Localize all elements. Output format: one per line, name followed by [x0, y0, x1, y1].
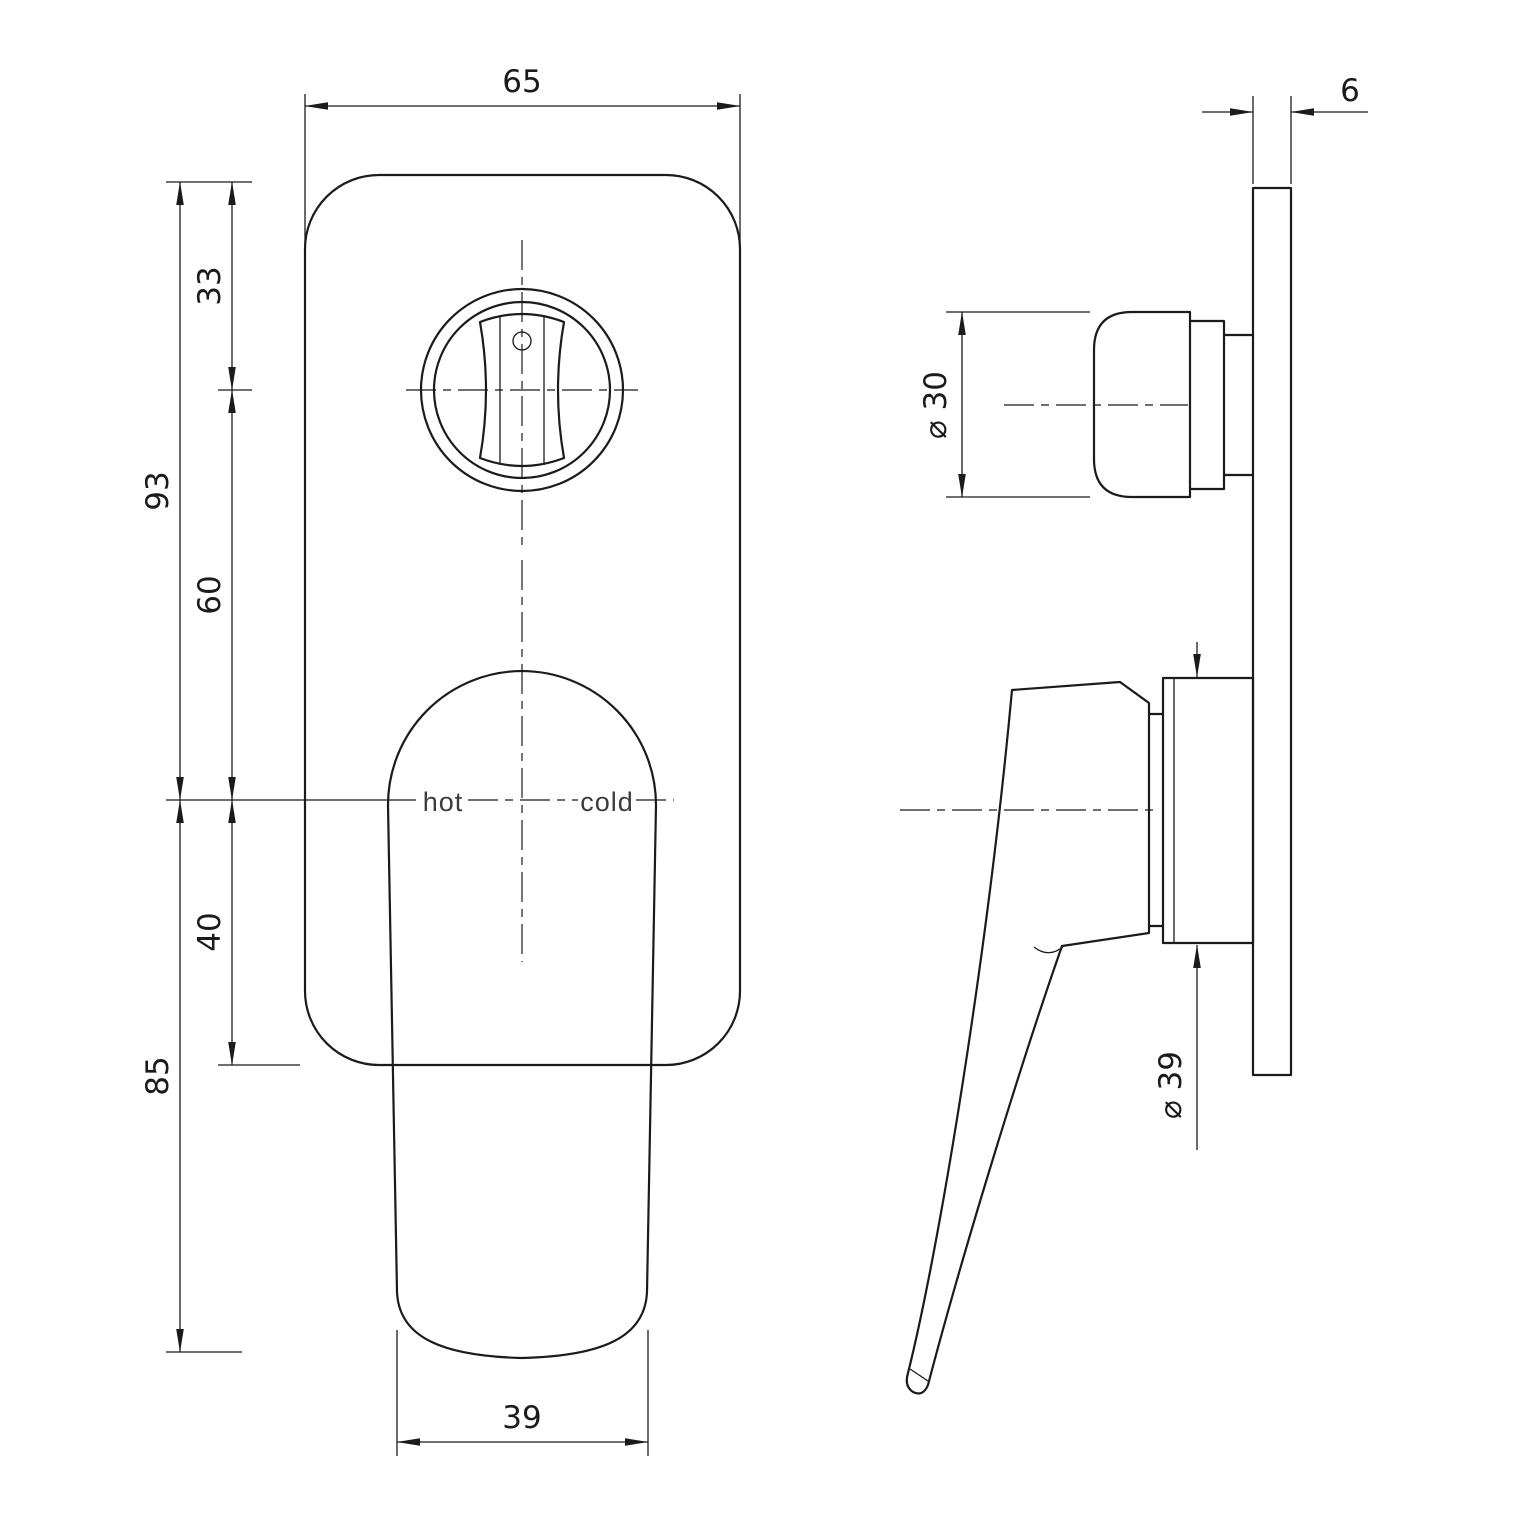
side-diverter-knob — [1092, 310, 1255, 499]
front-lever-outline — [386, 669, 658, 1360]
side-dimensions: 6 ⌀ 30 ⌀ 39 — [918, 73, 1368, 1150]
front-centerlines — [386, 240, 674, 962]
front-plate-outline — [303, 173, 742, 1067]
dimension-label: 39 — [502, 1400, 541, 1436]
side-lever-handle — [905, 676, 1255, 1395]
dimension-knob-diameter-30: ⌀ 30 — [918, 311, 1090, 498]
hot-label: hot — [423, 787, 464, 817]
dimension-handle-diameter-39: ⌀ 39 — [1153, 642, 1201, 1150]
dimension-label: ⌀ 39 — [1153, 1051, 1189, 1119]
dimension-93: 93 — [140, 181, 184, 801]
knob-profile — [1092, 310, 1192, 499]
dimension-label: 65 — [502, 64, 541, 100]
side-view — [900, 186, 1293, 1395]
handle-base — [1161, 676, 1255, 945]
front-dimensions: 65 33 60 40 93 85 — [140, 64, 741, 1456]
dimension-plate-thickness-6: 6 — [1202, 73, 1368, 184]
side-plate-outline — [1251, 186, 1293, 1077]
dimension-lever-width-39: 39 — [396, 1330, 649, 1456]
side-centerlines — [900, 404, 1188, 811]
dimension-label: 6 — [1340, 73, 1360, 109]
dimension-label: 93 — [140, 471, 176, 510]
cold-label: cold — [580, 787, 634, 817]
dimension-label: ⌀ 30 — [918, 371, 954, 439]
dimension-label: 40 — [192, 912, 228, 951]
lever-arm-profile — [905, 680, 1151, 1395]
dimension-33: 33 — [192, 181, 236, 391]
dimension-label: 33 — [192, 266, 228, 305]
front-view: hot cold — [303, 173, 742, 1360]
knob-collar — [1188, 319, 1226, 491]
dimension-width-65: 65 — [304, 64, 741, 252]
lever-tip-facet — [909, 1368, 929, 1382]
lever-underside-notch — [1033, 945, 1065, 954]
dimension-85: 85 — [140, 799, 184, 1353]
dimension-60: 60 — [192, 389, 236, 801]
dimension-40: 40 — [192, 799, 236, 1066]
dimension-label: 60 — [192, 575, 228, 614]
dimension-label: 85 — [140, 1056, 176, 1095]
